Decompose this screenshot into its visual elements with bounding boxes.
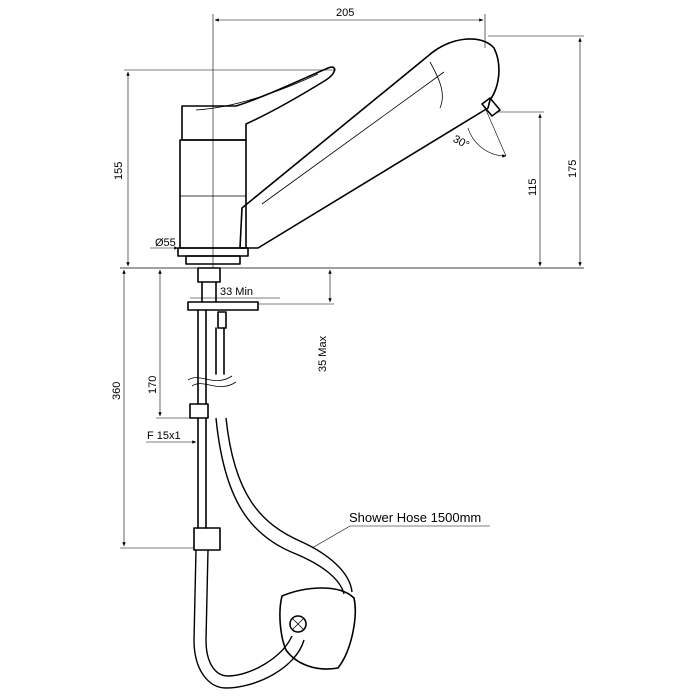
dim-170-label: 170 [147, 376, 159, 394]
mounting-assembly [187, 267, 259, 551]
pullout-spout [239, 38, 501, 249]
dim-width-label: 205 [336, 7, 354, 19]
shower-hose-label: Shower Hose 1500mm [349, 510, 481, 525]
shower-hose-callout: Shower Hose 1500mm [311, 510, 490, 549]
max-35-label: 35 Max [317, 335, 329, 372]
spray-head [279, 587, 357, 670]
dim-depth-360: 360 [111, 269, 194, 549]
dim-depth-170: 170 [147, 269, 192, 419]
dim-diameter: Ø55 [150, 237, 179, 250]
dim-33-min: 33 Min [190, 284, 280, 300]
mounting-plate [187, 301, 259, 311]
dim-height-115: 115 [496, 111, 544, 267]
angle-label: 30° [451, 133, 471, 151]
lever-handle [181, 66, 336, 141]
thread-label: F 15x1 [147, 430, 181, 442]
water-connector [189, 403, 209, 419]
min-33-label: 33 Min [220, 286, 253, 298]
dim-360-label: 360 [111, 382, 123, 400]
angle-arc [467, 127, 507, 158]
shower-hose [193, 549, 305, 689]
hose-weight [193, 527, 221, 551]
diameter-label: Ø55 [155, 237, 176, 249]
dim-175-label: 175 [567, 160, 579, 178]
dim-height-175: 175 [488, 35, 584, 267]
spray-screw [289, 615, 307, 633]
dim-35-max: 35 Max [258, 269, 334, 372]
thread-callout: F 15x1 [146, 430, 197, 444]
dim-115-label: 115 [527, 178, 539, 196]
spray-nozzle [481, 97, 501, 117]
dim-155-label: 155 [113, 162, 125, 180]
mounting-nut [217, 311, 227, 329]
dim-height-155: 155 [113, 69, 336, 267]
dim-width-205: 205 [212, 7, 486, 268]
lever-detail [195, 73, 319, 111]
